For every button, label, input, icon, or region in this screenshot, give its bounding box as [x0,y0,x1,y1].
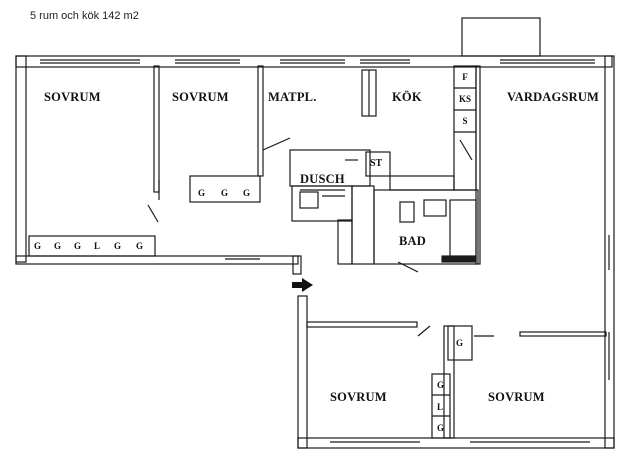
outer-wall-top [15,55,613,68]
closet-label: G [437,380,445,390]
closet-label: G [136,241,144,251]
closet-label: G [221,188,229,198]
room-bad: BAD [399,234,426,248]
closet-label: L [94,241,101,251]
label-st: ST [370,158,383,169]
bathroom [373,189,479,265]
closet-right-top [447,325,473,361]
closet-label: G [243,188,251,198]
closet-label-right-top: G [456,338,464,348]
closet-label: G [54,241,62,251]
room-dusch: DUSCH [300,172,345,186]
label-f: F [462,72,468,82]
plan-caption: 5 rum och kök 142 m2 [30,10,139,22]
room-sovrum-1: SOVRUM [44,90,101,104]
closet-label: G [198,188,206,198]
room-vardagsrum: VARDAGSRUM [507,90,600,104]
outer-wall-left [15,55,27,263]
balcony [461,17,541,57]
top-windows [40,59,595,64]
closet-label: G [437,423,445,433]
outer-wall-lower-left [297,295,308,449]
outer-wall-bottom [297,437,615,449]
closets-room2 [189,175,261,203]
room-sovrum-4: SOVRUM [488,390,545,404]
closet-label: G [114,241,122,251]
room-kok: KÖK [392,90,422,104]
room-sovrum-2: SOVRUM [172,90,229,104]
closets-room1 [28,235,156,257]
closet-label: G [74,241,82,251]
closet-label: L [437,402,444,412]
room-matplats: MATPL. [268,90,317,104]
room-sovrum-3: SOVRUM [330,390,387,404]
closets-right-column [431,373,451,439]
label-ks: KS [458,94,471,104]
kitchen-counter [389,175,455,191]
label-s: S [462,116,468,126]
st-box [365,151,391,177]
closet-label: G [34,241,42,251]
kitchen-cabinets [453,65,477,191]
outer-wall-bottom-left [15,255,299,265]
